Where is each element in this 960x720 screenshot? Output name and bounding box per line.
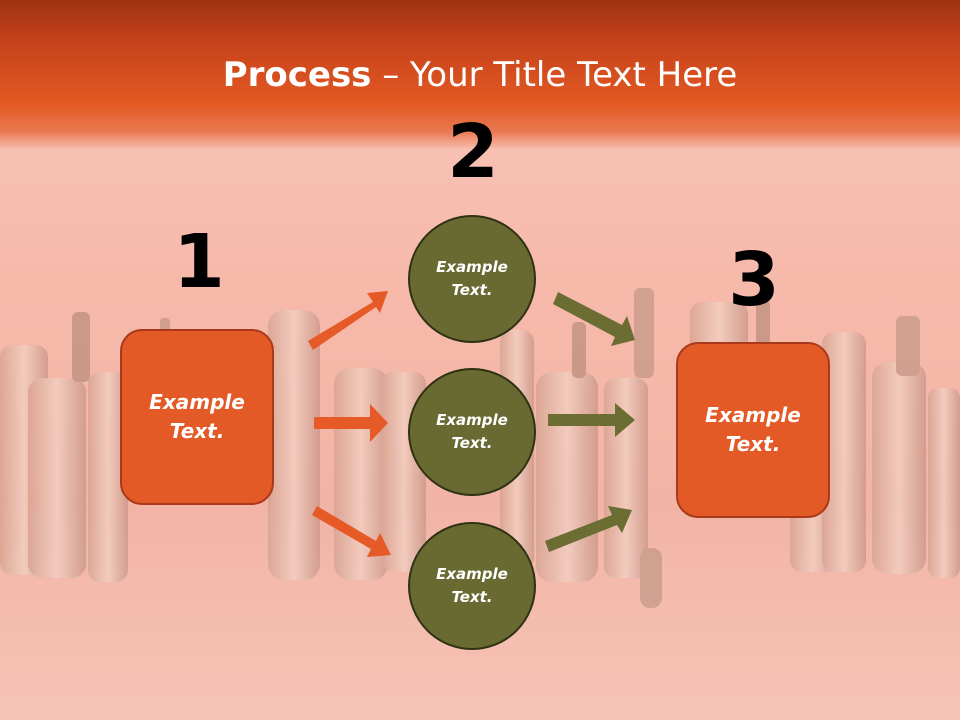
step-number-1: 1: [173, 219, 225, 305]
arrow-circle2-to-box3: [548, 403, 635, 437]
node-top-text: Example Text.: [436, 258, 508, 299]
arrow-box1-to-circle2: [314, 404, 388, 442]
step-number-2: 2: [447, 109, 499, 195]
olive-arrows: [545, 292, 635, 552]
orange-arrows: [308, 291, 391, 557]
title-rest: – Your Title Text Here: [371, 55, 738, 95]
step-2-node-bottom: Example Text.: [408, 522, 536, 650]
arrow-box1-to-circle1: [308, 291, 388, 350]
step-number-3: 3: [728, 237, 780, 323]
step-2-node-middle: Example Text.: [408, 368, 536, 496]
node-middle-text: Example Text.: [436, 411, 508, 452]
step-1-box: Example Text.: [120, 329, 274, 505]
step-3-box: Example Text.: [676, 342, 830, 518]
node-bottom-text: Example Text.: [436, 565, 508, 606]
step-2-node-top: Example Text.: [408, 215, 536, 343]
header-band: [0, 0, 960, 150]
arrow-circle3-to-box3: [545, 506, 632, 552]
step-3-text: Example Text.: [705, 403, 801, 456]
title-bold: Process: [222, 55, 372, 95]
slide-title: Process – Your Title Text Here: [0, 52, 960, 98]
step-1-text: Example Text.: [149, 390, 245, 443]
arrow-box1-to-circle3: [312, 506, 391, 557]
arrow-circle1-to-box3: [553, 292, 635, 346]
